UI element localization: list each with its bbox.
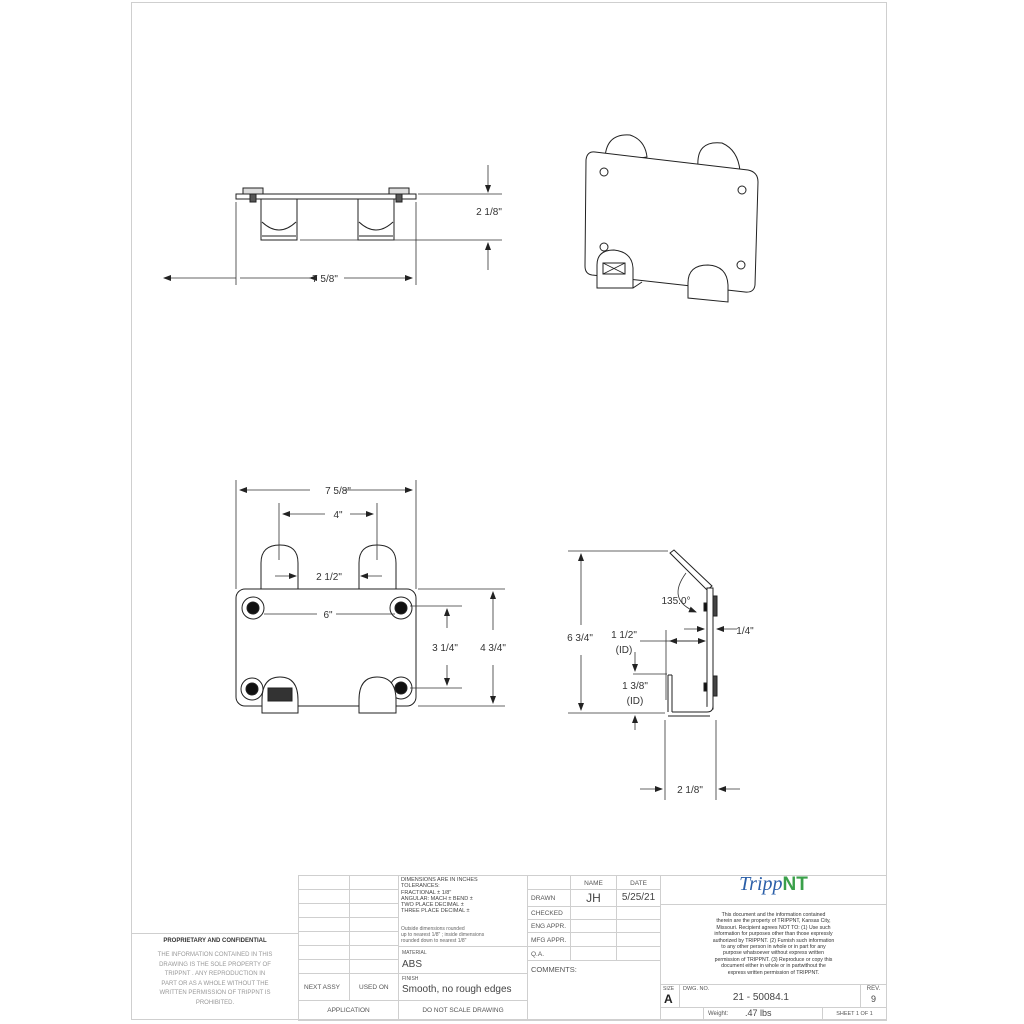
bend-angle-dimension: 135.0° bbox=[661, 596, 690, 607]
top-view bbox=[235, 187, 417, 241]
plate-height-dimension: 4 3/4" bbox=[480, 643, 506, 654]
front-view bbox=[235, 544, 417, 714]
hole-spacing-vertical-dimension: 3 1/4" bbox=[432, 643, 458, 654]
front-width-dimension: 7 5/8" bbox=[325, 486, 351, 497]
side-height-dimension: 6 3/4" bbox=[567, 633, 593, 644]
hole-spacing-horizontal-dimension: 6" bbox=[323, 610, 333, 621]
thickness-dimension: 1/4" bbox=[736, 626, 754, 637]
hook-id-height-dimension: 1 3/8" bbox=[622, 681, 648, 692]
drawing-sheet bbox=[131, 2, 887, 1020]
hook-gap-dimension: 2 1/2" bbox=[316, 572, 342, 583]
top-width-dimension: 7 5/8" bbox=[312, 274, 338, 285]
hook-id-height-note: (ID) bbox=[627, 696, 644, 707]
top-depth-dimension: 2 1/8" bbox=[476, 207, 502, 218]
hook-spacing-dimension: 4" bbox=[333, 510, 343, 521]
side-view bbox=[667, 549, 718, 717]
side-view-dimensions bbox=[568, 550, 740, 800]
hook-id-width-note: (ID) bbox=[616, 645, 633, 656]
hook-depth-dimension: 2 1/8" bbox=[677, 785, 703, 796]
top-view-dimensions bbox=[163, 165, 502, 285]
front-view-dimensions bbox=[235, 480, 505, 707]
isometric-view bbox=[584, 134, 759, 303]
hook-id-width-dimension: 1 1/2" bbox=[611, 630, 637, 641]
